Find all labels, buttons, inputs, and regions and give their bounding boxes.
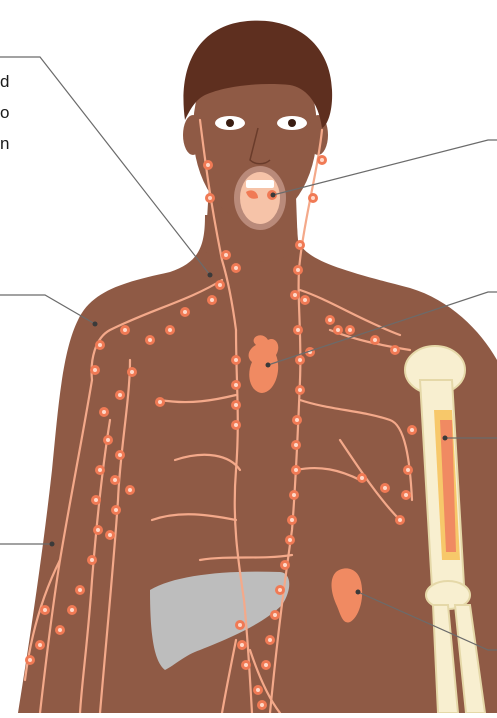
lymph-node-core [383,486,387,490]
right-pupil [288,119,296,127]
lymph-node-core [294,443,298,447]
lymph-node-core [234,383,238,387]
lymph-node-core [268,638,272,642]
lymph-node-core [264,663,268,667]
lymph-node-core [298,243,302,247]
lymph-node-core [348,328,352,332]
lymph-node-core [130,370,134,374]
lymph-node-core [298,358,302,362]
lymph-node-core [183,310,187,314]
lymph-node-core [113,478,117,482]
lymph-node-core [398,518,402,522]
lymph-node-core [303,298,307,302]
lymph-node-core [234,423,238,427]
lymph-node-core [320,158,324,162]
lymph-node-core [58,628,62,632]
lymph-node-core [393,348,397,352]
lymph-node-core [295,418,299,422]
lymph-node-core [278,588,282,592]
lymph-node-core [296,268,300,272]
lymph-node-core [158,400,162,404]
lymph-node-core [360,476,364,480]
lymph-node-core [108,533,112,537]
lymph-node-core [410,428,414,432]
lymph-node-core [98,343,102,347]
lymph-node-core [292,493,296,497]
lymph-node-core [406,468,410,472]
lymph-node-core [114,508,118,512]
lymph-node-core [240,643,244,647]
lymph-node-core [98,468,102,472]
lymph-node-core [234,266,238,270]
lymph-node-core [102,410,106,414]
lymph-node-core [256,688,260,692]
lymph-node-core [234,358,238,362]
lymph-node-core [96,528,100,532]
lymph-node-core [373,338,377,342]
lymph-node-core [296,328,300,332]
lymph-node-core [294,468,298,472]
lymph-node-core [218,283,222,287]
lymph-node-core [336,328,340,332]
lymph-node-core [210,298,214,302]
lymph-node-core [238,623,242,627]
lymph-node-core [288,538,292,542]
lymph-node-core [328,318,332,322]
lymph-node-core [224,253,228,257]
lymph-node-core [311,196,315,200]
label-fragment-1: d [0,72,9,91]
teeth [246,180,274,188]
lymph-node-core [168,328,172,332]
lymph-node-core [283,563,287,567]
lymph-node-core [404,493,408,497]
lymph-node-core [290,518,294,522]
lymph-node-core [128,488,132,492]
lymph-node-core [93,368,97,372]
lymph-node-core [293,293,297,297]
lymph-node-core [78,588,82,592]
lymph-node-core [118,393,122,397]
lymph-node-core [118,453,122,457]
lymph-node-core [148,338,152,342]
lymph-node-core [234,403,238,407]
lymph-node-core [206,163,210,167]
lymph-node-core [38,643,42,647]
lymph-node-core [208,196,212,200]
left-pupil [226,119,234,127]
lymph-node-core [106,438,110,442]
lymph-node-core [43,608,47,612]
lymph-node-core [90,558,94,562]
lymph-node-core [273,613,277,617]
lymph-node-core [123,328,127,332]
label-fragment-3: n [0,134,9,153]
leader-line-neck [0,57,210,275]
label-fragment-2: o [0,103,9,122]
lymph-node-core [244,663,248,667]
lymph-node-core [94,498,98,502]
lymph-node-core [70,608,74,612]
lymph-node-core [298,388,302,392]
lymph-node-core [28,658,32,662]
lymph-node-core [260,703,264,707]
